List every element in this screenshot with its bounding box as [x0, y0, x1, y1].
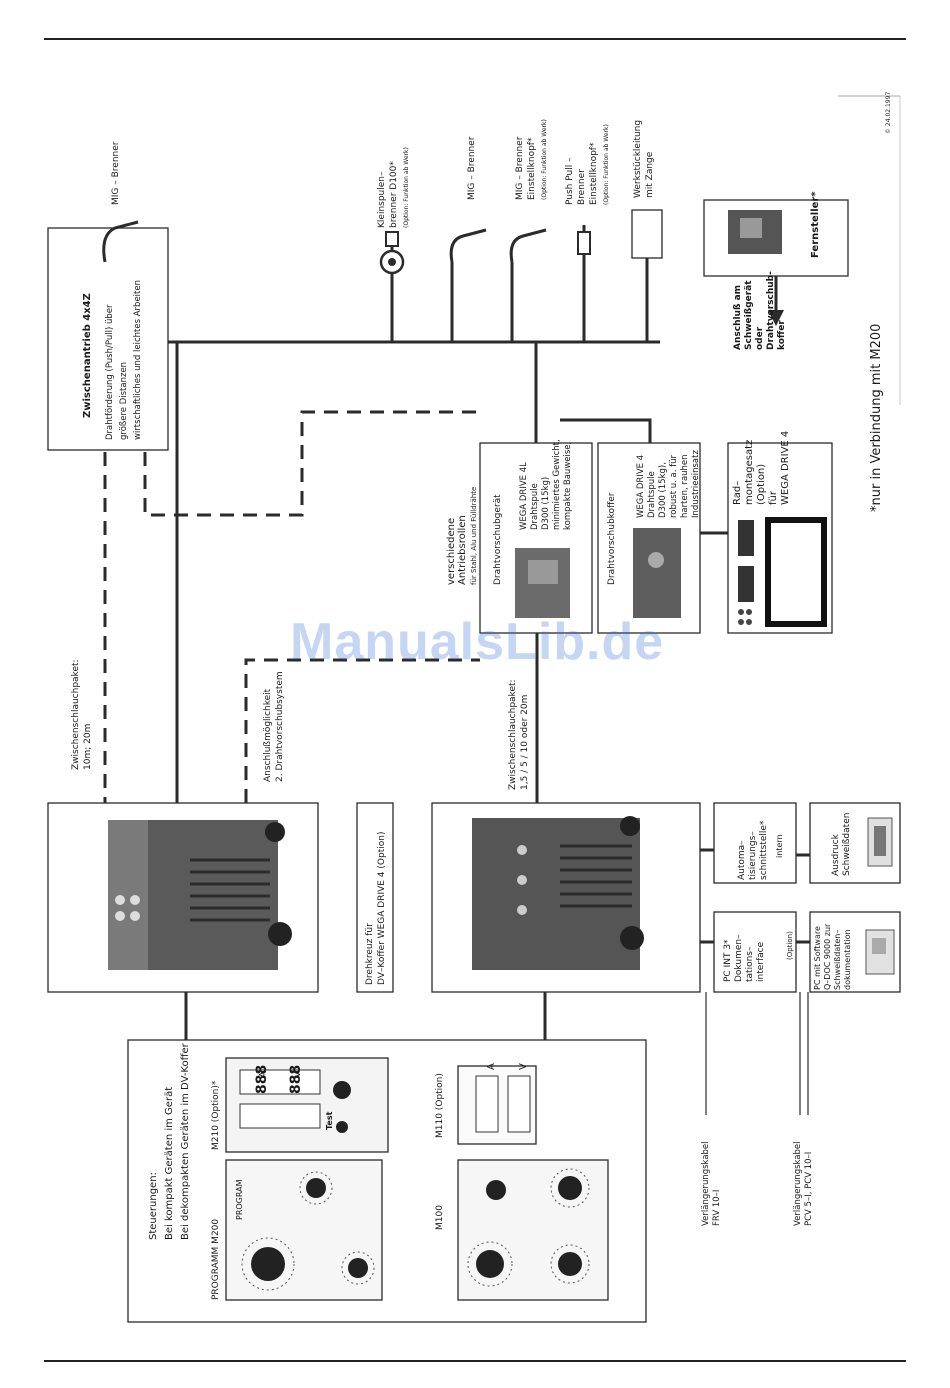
- hose-long-label: Zwischenschlauchpaket:10m; 20m: [71, 659, 93, 770]
- remote-label: Fernsteller*: [810, 191, 821, 258]
- m210-unit-v: V: [292, 1071, 303, 1078]
- m200-panel: [225, 1159, 383, 1301]
- m100-panel: [457, 1159, 609, 1301]
- footnote: *nur in Verbindung mit M200: [869, 324, 884, 512]
- cable-lines: [705, 992, 809, 1115]
- feeder1-caption: Drahtvorschubgerät: [493, 494, 503, 585]
- feeder1-to-feeder2: [560, 418, 652, 443]
- top-rule: [44, 38, 906, 40]
- spool-ksb-hub: [388, 258, 396, 266]
- m210-digits-v: 888: [288, 1065, 304, 1094]
- machine2-drawing: [472, 816, 644, 970]
- ksb-grip: [385, 231, 399, 247]
- zwischenantrieb-box: [47, 227, 169, 451]
- solid-connections: [148, 258, 810, 1040]
- m200-knobs: [241, 1171, 375, 1291]
- m100-title: M100: [435, 1205, 445, 1230]
- remote-arrow-head: [768, 310, 784, 326]
- printout-label: AusdruckSchweißdaten: [831, 813, 852, 876]
- m110-unit-a: A: [486, 1063, 497, 1070]
- m100-knobs: [467, 1168, 590, 1287]
- pp-grip: [577, 231, 591, 255]
- dashed-connections: [103, 410, 480, 803]
- feeder2-caption: Drahtvorschubkoffer: [607, 492, 617, 585]
- workpiece-box: [631, 209, 663, 259]
- diagram-labels: MIG – Brenner Kleinspulen–brenner D100*(O…: [71, 92, 892, 1300]
- m110-display: [475, 1075, 531, 1133]
- m110-title: M110 (Option): [435, 1073, 445, 1138]
- m210-display: [239, 1069, 351, 1133]
- wheelkit-label: Rad–montagesatz(Option)fürWEGA DRIVE 4: [732, 431, 791, 505]
- date-stamp: © 24.02.1997: [885, 92, 892, 134]
- cable-label-2: VerlängerungskabelPCV 5–I, PCV 10–I: [793, 1141, 814, 1226]
- m210-title: M210 (Option)*: [211, 1080, 221, 1150]
- m200-title: PROGRAMM M200: [211, 1219, 221, 1300]
- remote-connection-label: Anschluß amSchweißgerätoderDrahtvorschub…: [733, 271, 787, 350]
- automation-label: Automa–tisierungs–schnittstelle*: [737, 820, 769, 880]
- program-label: PROGRAM: [235, 1179, 244, 1220]
- feeder1-text: WEGA DRIVE 4LDrahtspuleD300 (15kg)minimi…: [519, 439, 573, 530]
- torch-mig1: [102, 220, 139, 263]
- feeder2-text: WEGA DRIVE 4DrahtspuleD300 (15kg),robust…: [636, 450, 701, 518]
- turntable-box: [356, 802, 394, 993]
- printer-drawing: [867, 817, 893, 867]
- machine1-drawing: [108, 820, 292, 970]
- pc-software-label: PC mit SoftwareQ–DOC 9000 zurSchweißdate…: [813, 923, 852, 990]
- pcint-label: PC INT 3*Dokumen–tations–interface: [723, 934, 766, 982]
- wheelkit-drawing: [738, 517, 827, 627]
- feeder2-drawing: [633, 528, 681, 618]
- pcint-box: [713, 911, 797, 993]
- hose-short-label: Zwischenschlauchpaket:1,5 / 5 / 10 oder …: [508, 679, 530, 790]
- dash-second-system: [244, 658, 480, 803]
- remote-drawing: [728, 210, 782, 254]
- torch-label-ksb: Kleinspulen–brenner D100*(Option: Funkti…: [377, 147, 410, 228]
- m210-test: Test: [325, 1111, 334, 1130]
- torch-mig3: [509, 228, 547, 263]
- feeder1-drawing: [515, 548, 570, 618]
- automation-sub: intern: [775, 834, 784, 858]
- m210-unit-a: A: [258, 1071, 269, 1078]
- zwischenantrieb-title: Zwischenantrieb 4x4Z: [82, 293, 93, 418]
- dash-zwischen-right: [143, 410, 480, 517]
- pc-drawing: [865, 929, 895, 975]
- m210-digits-a: 888: [254, 1065, 270, 1094]
- m110-unit-v: V: [518, 1063, 529, 1070]
- torch-icons: [102, 220, 586, 263]
- pcint-sub: (Option): [786, 931, 794, 960]
- automation-box: [713, 802, 797, 884]
- torch-label-mig1: MIG – Brenner: [111, 141, 121, 205]
- torch-mig2: [449, 228, 487, 263]
- bottom-rule: [44, 1360, 906, 1362]
- watermark: ManualsLib.de: [290, 613, 665, 671]
- cable-label-1: VerlängerungskabelFRV 10–I: [701, 1141, 722, 1226]
- torch-label-mig2: MIG – Brenner: [467, 136, 477, 200]
- controls-heading: Steuerungen:Bei kompakt Geräten im Gerät…: [148, 1042, 191, 1240]
